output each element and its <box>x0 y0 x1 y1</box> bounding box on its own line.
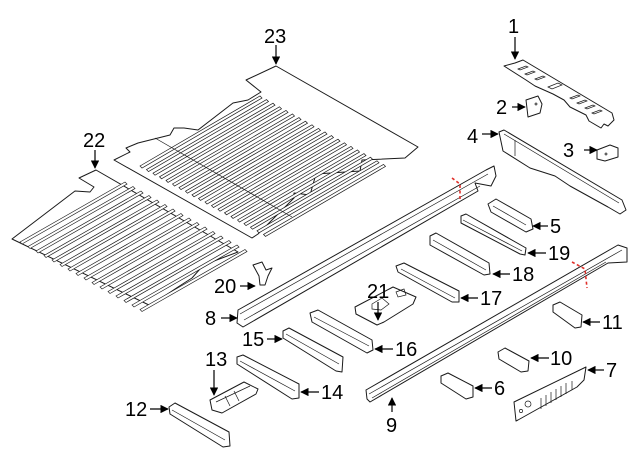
part-23-rear-floor-pan[interactable] <box>113 65 419 239</box>
floor-rib <box>99 226 208 290</box>
floor-rib <box>243 153 367 227</box>
part-4-long-rail[interactable] <box>498 129 627 215</box>
floor-rib <box>131 244 240 308</box>
floor-rib <box>204 131 328 205</box>
floor-rib <box>43 195 152 258</box>
floor-rib <box>165 109 289 183</box>
floor-rib <box>75 213 184 276</box>
floor-rib <box>123 240 232 303</box>
floor-rib <box>197 127 322 201</box>
callout-3[interactable]: 3 <box>563 140 574 162</box>
callout-4[interactable]: 4 <box>467 126 478 148</box>
floor-rib <box>191 124 315 198</box>
callout-18[interactable]: 18 <box>512 264 534 286</box>
part-5-crossmember[interactable] <box>487 198 534 233</box>
part-22-front-floor-pan[interactable] <box>11 169 248 312</box>
part-2-bracket[interactable] <box>525 95 543 118</box>
part-10-short-crossmember[interactable] <box>497 347 530 373</box>
part-21-plate[interactable] <box>354 286 417 326</box>
callout-8[interactable]: 8 <box>205 308 216 330</box>
floor-rib <box>236 149 361 223</box>
floor-rib <box>91 222 200 285</box>
callout-23[interactable]: 23 <box>264 26 286 48</box>
callout-leaders <box>90 37 604 414</box>
callout-5[interactable]: 5 <box>550 216 561 238</box>
part-13-bracket-assembly[interactable] <box>209 381 259 414</box>
callout-17[interactable]: 17 <box>480 288 502 310</box>
floor-rib <box>19 181 128 245</box>
callout-12[interactable]: 12 <box>125 399 147 421</box>
floor-rib <box>139 95 263 169</box>
floor-rib <box>107 231 216 294</box>
part-1-upper-panel[interactable] <box>503 59 615 129</box>
part-17-crossmember[interactable] <box>395 262 460 303</box>
part-3-bracket[interactable] <box>596 144 619 162</box>
floor-rib <box>249 156 374 230</box>
part-6-short-crossmember[interactable] <box>440 372 474 400</box>
part-9-right-side-rail[interactable] <box>365 244 628 403</box>
floor-rib <box>230 145 354 219</box>
callout-2[interactable]: 2 <box>496 97 507 119</box>
part-7-panel[interactable] <box>513 366 587 422</box>
floor-rib <box>83 217 192 281</box>
callout-10[interactable]: 10 <box>550 348 572 370</box>
floor-rib <box>184 120 309 194</box>
callout-19[interactable]: 19 <box>548 243 570 265</box>
part-14-crossmember[interactable] <box>236 354 300 400</box>
part-8-left-side-rail[interactable] <box>236 165 497 328</box>
floor-rib <box>217 138 341 212</box>
floor-rib <box>59 204 168 267</box>
floor-rib <box>35 190 144 254</box>
cut-marker-lower <box>571 261 588 289</box>
floor-rib <box>152 102 276 176</box>
part-18-crossmember[interactable] <box>429 232 491 276</box>
callout-11[interactable]: 11 <box>602 312 623 334</box>
floor-rib <box>210 135 335 209</box>
callout-labels: 1 2 3 4 5 6 7 8 9 10 11 12 13 14 15 16 1… <box>83 16 623 437</box>
floor-rib <box>27 186 136 249</box>
part-19-crossmember[interactable] <box>460 213 527 256</box>
floor-rib <box>178 117 302 191</box>
floor-rib <box>51 199 160 263</box>
part-11-short-crossmember[interactable] <box>552 301 583 329</box>
callout-20[interactable]: 20 <box>214 276 236 298</box>
floor-rib <box>139 249 248 312</box>
floor-rib <box>223 142 348 216</box>
callout-9[interactable]: 9 <box>386 415 397 437</box>
floor-rib <box>158 106 283 180</box>
floor-rib <box>145 99 270 173</box>
callout-22[interactable]: 22 <box>83 130 105 152</box>
callout-16[interactable]: 16 <box>395 339 417 361</box>
part-12-crossmember[interactable] <box>168 402 231 448</box>
floor-rib <box>171 113 296 187</box>
floor-rib <box>67 208 176 272</box>
part-16-crossmember[interactable] <box>309 309 374 354</box>
callout-6[interactable]: 6 <box>494 378 505 400</box>
callout-21[interactable]: 21 <box>367 281 389 303</box>
part-15-crossmember[interactable] <box>282 327 344 373</box>
floor-rib <box>115 235 224 299</box>
callout-14[interactable]: 14 <box>321 382 343 404</box>
part-20-bracket[interactable] <box>252 261 273 286</box>
callout-7[interactable]: 7 <box>606 360 617 382</box>
floor-rib <box>262 163 387 237</box>
callout-13[interactable]: 13 <box>205 349 227 371</box>
callout-15[interactable]: 15 <box>242 329 264 351</box>
callout-1[interactable]: 1 <box>508 16 519 38</box>
